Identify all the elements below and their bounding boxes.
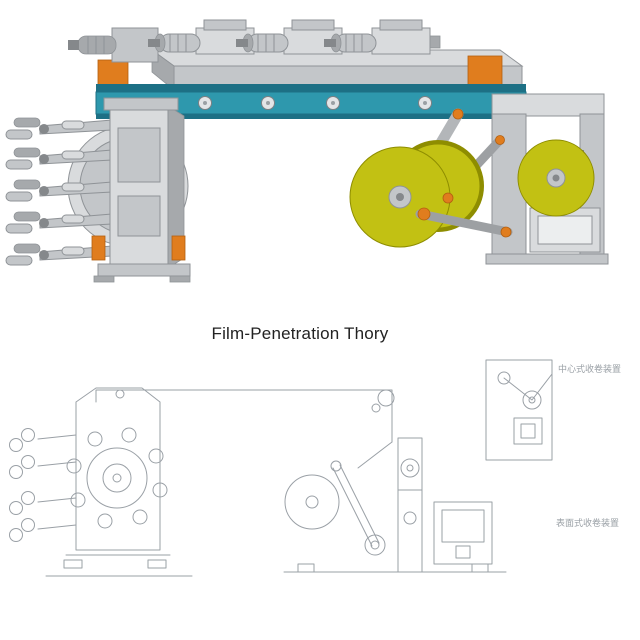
orange-base-right bbox=[171, 235, 186, 261]
beam-bolts bbox=[198, 96, 432, 110]
motor-unit-2 bbox=[236, 19, 353, 55]
print-arm-row-1 bbox=[5, 117, 113, 140]
annotation-top-right: 中心式收卷装置 bbox=[558, 363, 621, 375]
teal-beam bbox=[95, 84, 527, 119]
orange-block-right bbox=[467, 55, 503, 89]
annotation-bottom-right: 表面式收卷装置 bbox=[556, 517, 619, 529]
machine-3d-render bbox=[5, 19, 609, 283]
print-arm-row-4 bbox=[5, 211, 113, 234]
schematic-web-path bbox=[95, 389, 395, 469]
yellow-roll-pair bbox=[349, 140, 484, 248]
schematic-print-unit bbox=[9, 387, 193, 577]
motor-unit-3 bbox=[324, 19, 441, 55]
schematic-winder bbox=[283, 437, 507, 573]
print-arm-row-2 bbox=[5, 147, 113, 170]
schematic-center-winder bbox=[485, 359, 553, 461]
motor-unit-left-end bbox=[68, 27, 159, 63]
machine-schematic: 中心式收卷装置 表面式收卷装置 bbox=[9, 359, 621, 577]
yellow-roll-right bbox=[517, 139, 595, 217]
print-arm-row-3 bbox=[5, 179, 113, 202]
print-column bbox=[91, 97, 191, 283]
orange-base-left bbox=[91, 235, 106, 261]
actuator-arm-lower bbox=[415, 192, 513, 238]
figure-title: Film-Penetration Thory bbox=[211, 324, 389, 343]
